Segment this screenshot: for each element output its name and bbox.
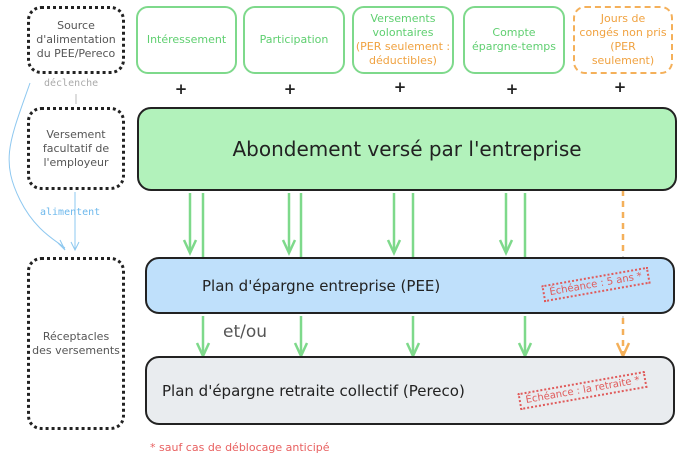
legend-source-line: du PEE/Pereco	[36, 47, 116, 60]
source-label: Participation	[259, 33, 329, 46]
source-note: seulement)	[591, 54, 655, 67]
legend-source-line: Source	[57, 19, 95, 32]
legend-source-line: d'alimentation	[36, 33, 116, 46]
alimentent-label: alimentent	[40, 207, 101, 218]
plus-sign: +	[613, 78, 627, 96]
source-note: déductibles)	[369, 54, 437, 67]
pee-label: Plan d'épargne entreprise (PEE)	[202, 276, 441, 295]
plus-sign: +	[174, 80, 188, 98]
legend-receptacles-line: des versements	[32, 343, 120, 357]
pereco-box: Plan d'épargne retraite collectif (Perec…	[145, 356, 675, 425]
source-note: (PER	[610, 40, 636, 53]
source-note: congés non pris	[579, 26, 667, 39]
legend-employer-line: facultatif de	[42, 141, 110, 155]
source-note: (PER seulement :	[355, 40, 451, 53]
source-label: Intéressement	[146, 33, 227, 46]
plus-sign: +	[505, 80, 519, 98]
plus-sign: +	[393, 78, 407, 96]
legend-receptacles-box: Réceptacles des versements	[27, 257, 125, 430]
pereco-label: Plan d'épargne retraite collectif (Perec…	[162, 381, 465, 400]
legend-employer-line: Versement	[46, 127, 106, 141]
pee-box: Plan d'épargne entreprise (PEE)	[145, 257, 675, 314]
source-label: volontaires	[372, 26, 434, 39]
source-versements-volontaires: Versements volontaires (PER seulement : …	[352, 6, 454, 74]
abondement-box: Abondement versé par l'entreprise	[137, 107, 677, 191]
legend-employer-box: Versement facultatif de l'employeur	[27, 107, 125, 190]
alimentent-curve-arrowhead	[57, 239, 66, 251]
source-jours-conges: Jours de congés non pris (PER seulement)	[573, 6, 673, 74]
source-note: Jours de	[600, 12, 646, 25]
source-label: Compte	[492, 26, 536, 39]
source-label: Versements	[370, 12, 436, 25]
declenche-label: déclenche	[44, 78, 99, 89]
source-participation: Participation	[243, 6, 345, 74]
source-interessement: Intéressement	[136, 6, 237, 74]
plus-sign: +	[283, 80, 297, 98]
legend-source-box: Source d'alimentation du PEE/Pereco	[27, 6, 125, 74]
legend-receptacles-line: Réceptacles	[42, 329, 110, 343]
footnote: * sauf cas de déblocage anticipé	[150, 441, 330, 454]
legend-employer-line: l'employeur	[43, 155, 109, 169]
alimentent-arrowhead	[70, 241, 80, 252]
abondement-label: Abondement versé par l'entreprise	[232, 137, 582, 161]
source-label: épargne-temps	[471, 40, 557, 53]
etou-label: et/ou	[223, 322, 268, 342]
alimentent-curve-arrow	[8, 82, 66, 249]
source-compte-epargne-temps: Compte épargne-temps	[463, 6, 565, 74]
